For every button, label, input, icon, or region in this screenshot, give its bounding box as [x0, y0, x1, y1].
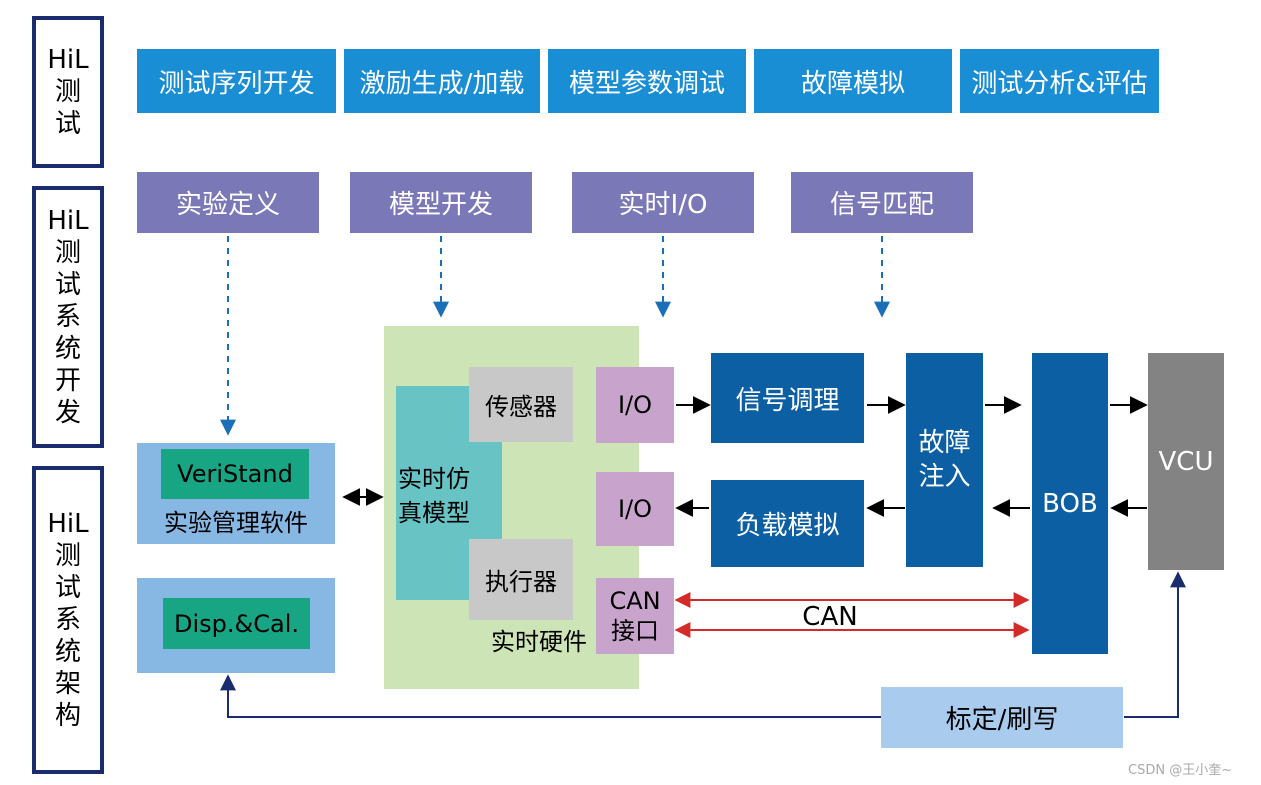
experiment-management-software-box: VeriStand 实验管理软件 [137, 443, 335, 544]
disp-cal-container: Disp.&Cal. [137, 578, 335, 673]
bob-box: BOB [1032, 353, 1108, 654]
veristand-box: VeriStand [161, 449, 309, 499]
io-output-box: I/O [596, 367, 674, 443]
io-input-box: I/O [596, 472, 674, 546]
calibration-flashing-box: 标定/刷写 [881, 687, 1123, 748]
realtime-hardware-label: 实时硬件 [491, 627, 587, 656]
top-box-model-params: 模型参数调试 [548, 49, 746, 113]
dev-box-experiment-definition: 实验定义 [137, 172, 319, 233]
dev-box-signal-matching: 信号匹配 [791, 172, 973, 233]
realtime-simulation-model-label: 实时仿真模型 [398, 465, 470, 527]
vcu-box: VCU [1148, 353, 1224, 570]
sensor-box: 传感器 [469, 367, 573, 442]
actuator-box: 执行器 [469, 539, 573, 620]
top-box-test-analysis: 测试分析&评估 [960, 49, 1159, 113]
calibration-line-to-disp [220, 674, 881, 718]
experiment-management-software-label: 实验管理软件 [164, 508, 308, 537]
disp-cal-box: Disp.&Cal. [163, 598, 310, 649]
fault-injection-box: 故障注入 [906, 353, 983, 567]
top-box-test-sequence: 测试序列开发 [137, 49, 336, 113]
signal-conditioning-box: 信号调理 [711, 353, 864, 443]
top-box-fault-simulation: 故障模拟 [754, 49, 952, 113]
dev-box-realtime-io: 实时I/O [572, 172, 754, 233]
can-interface-box: CAN接口 [596, 578, 674, 654]
watermark: CSDN @王小奎~ [1128, 763, 1233, 778]
calibration-line-to-vcu [1124, 571, 1186, 718]
top-box-stimulus: 激励生成/加载 [344, 49, 540, 113]
load-simulation-box: 负载模拟 [711, 480, 864, 567]
dev-box-model-development: 模型开发 [350, 172, 532, 233]
